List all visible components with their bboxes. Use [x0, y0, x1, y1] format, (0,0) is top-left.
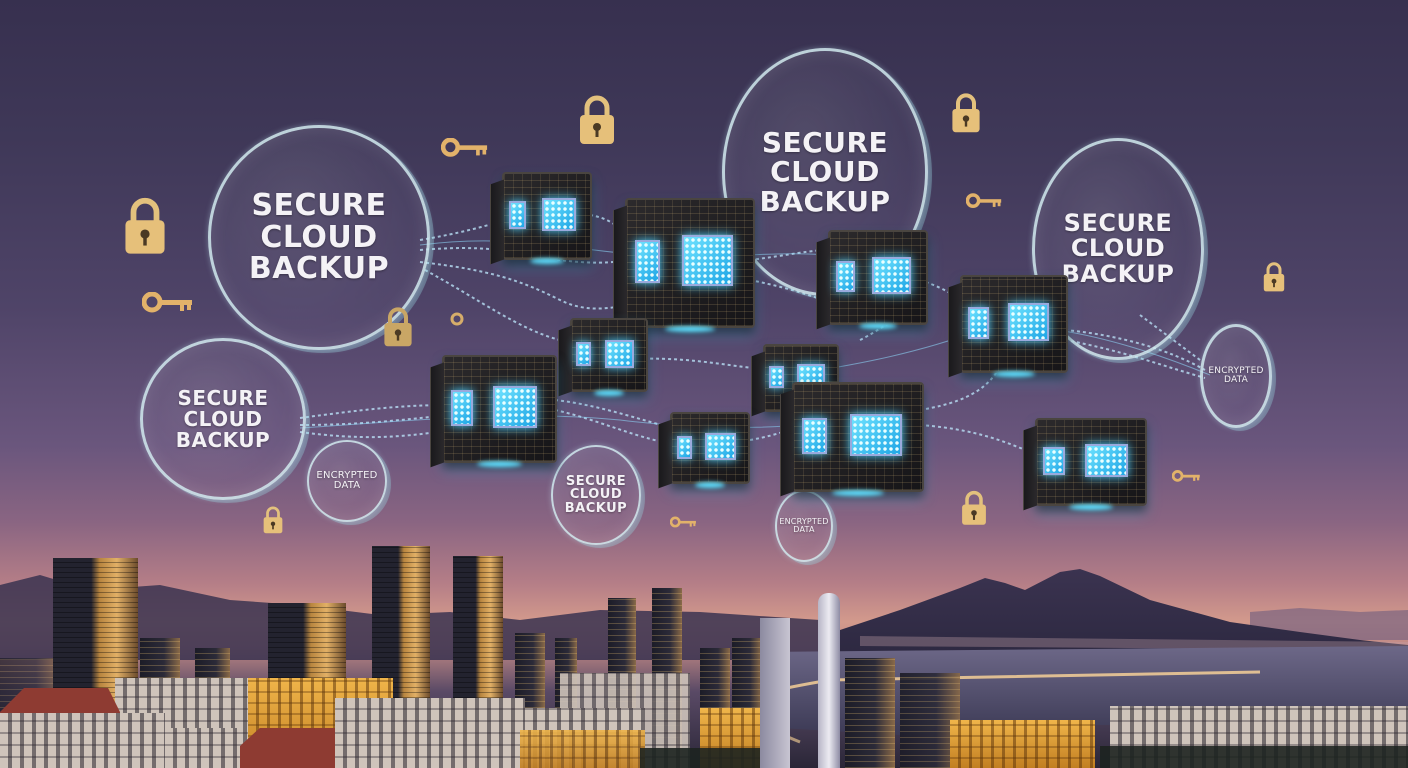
disc-text-line: BACKUP [1061, 259, 1175, 288]
disc-text-line: DATA [793, 525, 815, 534]
encrypted-data-disc-right: ENCRYPTED DATA [1200, 324, 1272, 428]
cityscape [0, 540, 1408, 768]
data-cube-icon [490, 172, 592, 265]
data-cube-icon [658, 412, 750, 489]
disc-text-line: CLOUD [569, 487, 623, 503]
data-cube-icon [948, 275, 1068, 378]
disc-text-line: SECURE [177, 385, 269, 410]
padlock-icon [952, 93, 980, 133]
disc-text-line: DATA [1224, 375, 1248, 385]
disc-text-line: DATA [333, 480, 361, 491]
disc-text-line: BACKUP [564, 500, 628, 516]
encrypted-data-disc-left: ENCRYPTED DATA [307, 440, 387, 522]
data-cube-icon [613, 198, 755, 333]
key-icon [966, 193, 1002, 208]
key-icon [441, 138, 488, 157]
disc-text-line: BACKUP [248, 251, 390, 287]
padlock-icon [962, 490, 986, 525]
disc-text-line: CLOUD [770, 155, 880, 189]
padlock-icon [1263, 262, 1285, 292]
disc-text-line: CLOUD [183, 406, 263, 431]
data-cube-icon [780, 382, 924, 497]
disc-text-line: BACKUP [759, 184, 891, 218]
disc-text-line: SECURE [251, 188, 387, 224]
disc-text-line: ENCRYPTED [316, 469, 378, 481]
padlock-icon [125, 197, 165, 254]
key-ring-icon [450, 312, 464, 326]
disc-text-line: SECURE [761, 125, 889, 159]
padlock-icon [580, 95, 614, 144]
secure-cloud-backup-disc-right: SECURE CLOUD BACKUP [1032, 138, 1204, 360]
key-icon [142, 292, 192, 313]
secure-cloud-backup-disc-mid-left: SECURE CLOUD BACKUP [140, 338, 306, 500]
disc-text-line: CLOUD [260, 219, 378, 255]
disc-text-line: SECURE [1063, 209, 1173, 238]
padlock-icon [384, 307, 412, 347]
foreground-building-left [0, 713, 165, 768]
secure-cloud-backup-disc-small-center: SECURE CLOUD BACKUP [551, 445, 641, 545]
data-cube-icon [816, 230, 928, 330]
round-tower [818, 593, 840, 768]
disc-text-line: CLOUD [1070, 234, 1166, 263]
harbor-building [950, 720, 1095, 768]
disc-text-line: ENCRYPTED [779, 516, 829, 526]
disc-text-line: SECURE [565, 473, 627, 489]
padlock-icon [263, 506, 283, 534]
data-cube-icon [430, 355, 557, 468]
data-cube-icon [1023, 418, 1147, 511]
disc-text-line: ENCRYPTED [1208, 365, 1264, 376]
key-icon [1172, 470, 1200, 482]
data-cube-icon [558, 318, 648, 397]
volcano [840, 569, 1408, 660]
encrypted-data-disc-center: ENCRYPTED DATA [775, 490, 833, 562]
disc-text-line: BACKUP [175, 427, 271, 452]
key-icon [670, 516, 696, 528]
